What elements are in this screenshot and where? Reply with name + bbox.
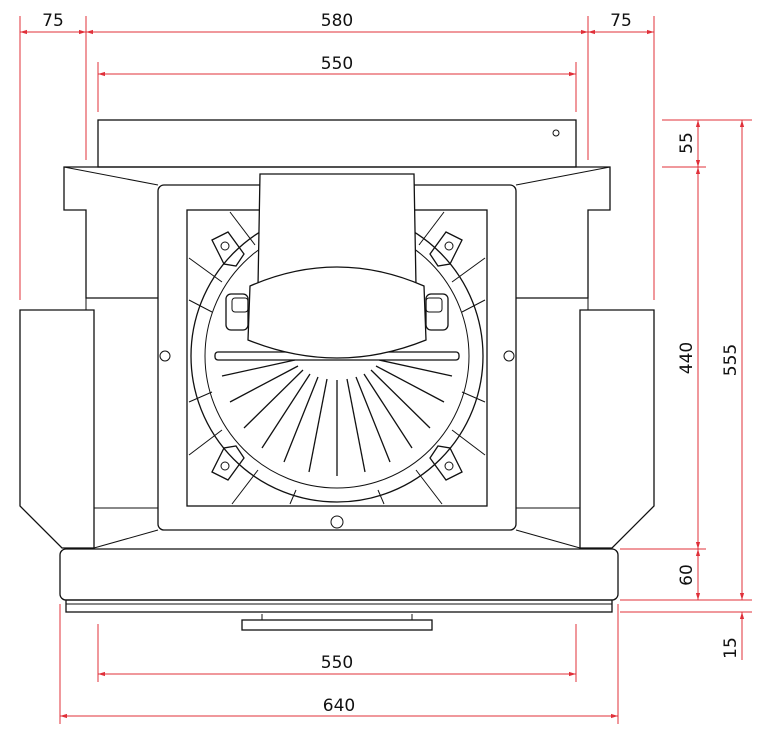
frame-bolt-right (503, 350, 515, 362)
dim-lower-width: 550 (321, 653, 353, 673)
corner-lugs (211, 231, 463, 481)
dim-right-top: 55 (677, 132, 697, 154)
side-clamps (225, 293, 449, 331)
base-foot (65, 599, 613, 613)
radial-bars (221, 359, 453, 476)
right-wing (579, 309, 655, 549)
dim-top-center: 580 (321, 11, 353, 31)
dimension-lines (19, 16, 752, 724)
dim-right-total: 555 (721, 344, 741, 376)
dim-base-width: 640 (323, 696, 355, 716)
frame-bolt-bottom (330, 515, 344, 529)
dim-upper-width: 550 (321, 54, 353, 74)
dim-top-right: 75 (610, 11, 632, 31)
frame-bolt-left (159, 350, 171, 362)
top-plate (97, 119, 577, 168)
baffle-curve (247, 266, 427, 359)
stove-outline (19, 119, 655, 631)
left-wing (19, 309, 95, 549)
top-plate-hole (552, 129, 560, 137)
ash-pan-handle (241, 619, 433, 631)
dimension-labels: 75 580 75 550 55 440 555 60 15 550 640 (42, 11, 741, 716)
base-plinth (59, 548, 619, 601)
dim-right-lower: 60 (677, 564, 697, 586)
dim-top-left: 75 (42, 11, 64, 31)
dim-right-middle: 440 (677, 342, 697, 374)
dim-right-bottom: 15 (721, 637, 741, 659)
